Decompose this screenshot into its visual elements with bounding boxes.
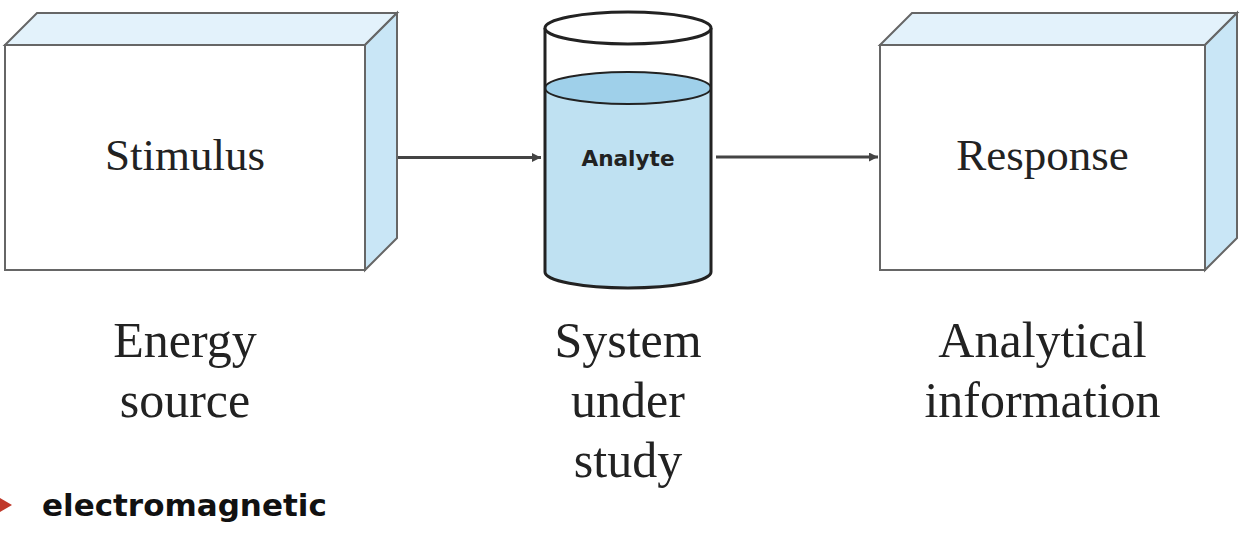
- flow-arrow: [716, 156, 878, 159]
- stage-box: StimulusEnergy source: [5, 45, 365, 270]
- stage-caption: Analytical information: [888, 310, 1198, 430]
- stage-title: Stimulus: [5, 129, 365, 181]
- stage-title: Response: [880, 129, 1205, 181]
- energy-type-label: electromagnetic: [42, 487, 327, 523]
- stage-caption: Energy source: [70, 310, 300, 430]
- red-pointer-arrow: [0, 498, 12, 512]
- beaker-vessel: AnalyteSystem under study: [543, 10, 713, 290]
- analyte-label: Analyte: [543, 146, 713, 171]
- stage-box: ResponseAnalytical information: [880, 45, 1205, 270]
- stage-caption: System under study: [518, 310, 738, 490]
